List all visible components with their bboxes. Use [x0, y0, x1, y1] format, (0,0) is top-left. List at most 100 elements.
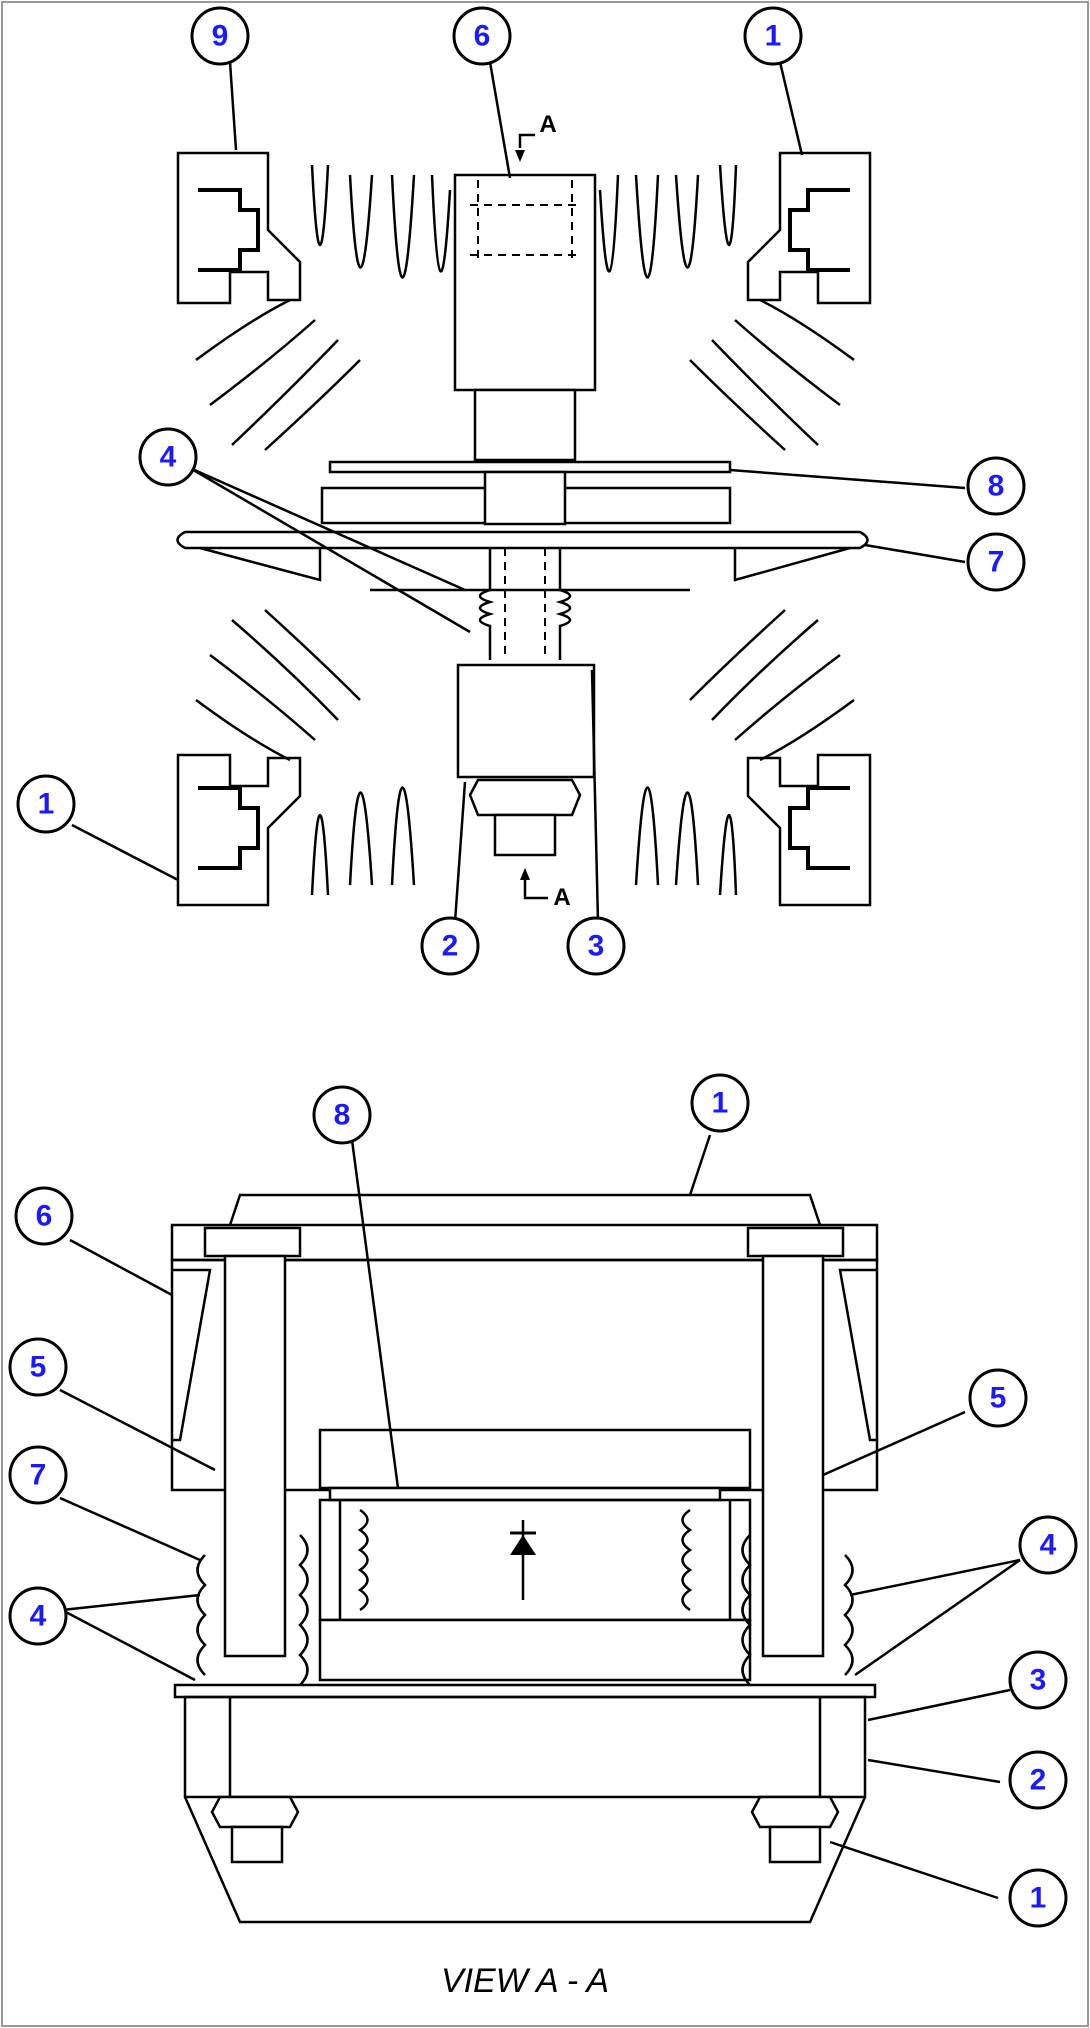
right-bolt-head	[746, 1226, 845, 1258]
left-outer-bellows	[196, 1554, 207, 1676]
top-cap	[228, 1193, 822, 1226]
top-leader-lines	[71, 61, 966, 923]
shaft-hidden-lines	[504, 548, 546, 660]
callout-5-bottom-left: 5	[8, 1337, 68, 1397]
callout-6-bottom: 6	[14, 1186, 74, 1246]
lower-left-bracket	[176, 753, 302, 907]
left-inner-bellows	[298, 1534, 309, 1686]
top-block	[318, 1428, 752, 1490]
right-taper	[838, 1268, 877, 1442]
diode-symbol	[510, 1520, 536, 1600]
svg-text:4: 4	[160, 441, 177, 474]
disc-7	[176, 530, 869, 550]
bottom-leader-lines	[59, 1134, 1021, 1900]
left-taper	[172, 1268, 212, 1442]
callout-2-bottom: 2	[1008, 1750, 1068, 1810]
svg-text:9: 9	[212, 20, 229, 53]
left-bolt-shank	[223, 1254, 287, 1658]
upper-diagonal-fins	[195, 298, 855, 451]
right-nut	[750, 1795, 840, 1829]
left-stud	[230, 1825, 284, 1864]
view-caption: VIEW A - A	[441, 1962, 609, 2000]
callout-8-top: 8	[966, 456, 1026, 516]
callout-4-bottom-right: 4	[1018, 1515, 1078, 1575]
svg-text:1: 1	[38, 788, 55, 821]
callout-2-top: 2	[420, 916, 480, 976]
top-neck	[473, 388, 577, 462]
lower-fins	[310, 786, 738, 896]
section-letter-bottom: A	[553, 884, 570, 911]
upper-left-bracket-inner	[198, 188, 260, 272]
hex-nut	[468, 778, 582, 817]
svg-text:1: 1	[1030, 1882, 1047, 1915]
svg-text:8: 8	[988, 470, 1005, 503]
callout-5-bottom-right: 5	[968, 1368, 1028, 1428]
top-bellows	[478, 548, 572, 660]
upper-right-bracket-inner	[788, 188, 850, 272]
callout-6-top: 6	[452, 6, 512, 66]
svg-text:7: 7	[988, 546, 1005, 579]
section-marker-top: A	[515, 111, 557, 162]
callout-1-bottom-top: 1	[690, 1073, 750, 1133]
callout-1-bottom: 1	[1008, 1868, 1068, 1928]
diode-cell	[318, 1498, 752, 1622]
lower-cylinder	[456, 663, 596, 779]
lower-right-bracket-inner	[788, 786, 850, 870]
section-marker-bottom: A	[520, 868, 571, 911]
right-stud	[768, 1825, 822, 1864]
right-outer-bellows	[843, 1554, 854, 1676]
callout-9-top: 9	[190, 6, 250, 66]
collar	[483, 470, 567, 526]
svg-text:1: 1	[765, 20, 782, 53]
svg-text:3: 3	[588, 930, 605, 963]
upper-right-bracket	[746, 151, 872, 305]
callout-3-top: 3	[566, 916, 626, 976]
svg-text:4: 4	[30, 1600, 47, 1633]
disc-7-supports	[199, 546, 851, 582]
section-letter-top: A	[539, 111, 556, 138]
plate-8	[328, 460, 732, 474]
base-inner-lines	[228, 1697, 822, 1797]
callout-8-bottom: 8	[312, 1085, 372, 1145]
svg-text:6: 6	[474, 20, 491, 53]
right-bolt-shank	[761, 1254, 825, 1658]
svg-text:4: 4	[1040, 1529, 1057, 1562]
callout-3-bottom: 3	[1008, 1650, 1068, 1710]
diode-cell-inner-walls	[338, 1500, 732, 1620]
svg-text:1: 1	[712, 1087, 729, 1120]
right-spring	[681, 1508, 693, 1612]
svg-text:6: 6	[36, 1200, 53, 1233]
left-bolt-head	[203, 1226, 302, 1258]
base-body	[183, 1695, 867, 1799]
svg-text:5: 5	[30, 1351, 47, 1384]
callout-7-top: 7	[966, 532, 1026, 592]
section-view-aa	[170, 1193, 879, 1924]
callout-1-top-right: 1	[743, 6, 803, 66]
svg-text:8: 8	[334, 1099, 351, 1132]
top-cylinder	[453, 173, 597, 392]
svg-text:3: 3	[1030, 1664, 1047, 1697]
upper-left-bracket	[176, 151, 302, 305]
bottom-block	[318, 1618, 752, 1682]
bottom-taper	[183, 1796, 867, 1924]
callout-4-bottom-left: 4	[8, 1586, 68, 1646]
stud	[493, 813, 557, 857]
right-inner-bellows	[741, 1534, 752, 1686]
base-plate	[173, 1683, 877, 1699]
contact-plate-8	[328, 1486, 722, 1502]
callout-4-top: 4	[138, 427, 198, 487]
top-heatsink-assembly	[176, 151, 872, 907]
svg-text:5: 5	[990, 1382, 1007, 1415]
lower-diagonal-fins	[195, 609, 855, 762]
lower-left-bracket-inner	[198, 786, 260, 870]
callout-1-top-left: 1	[16, 774, 76, 834]
upper-fins	[310, 164, 738, 279]
left-nut	[210, 1795, 300, 1829]
callout-7-bottom: 7	[8, 1445, 68, 1505]
left-spring	[357, 1508, 369, 1612]
svg-text:2: 2	[1030, 1764, 1047, 1797]
svg-text:7: 7	[30, 1459, 47, 1492]
lower-right-bracket	[746, 753, 872, 907]
